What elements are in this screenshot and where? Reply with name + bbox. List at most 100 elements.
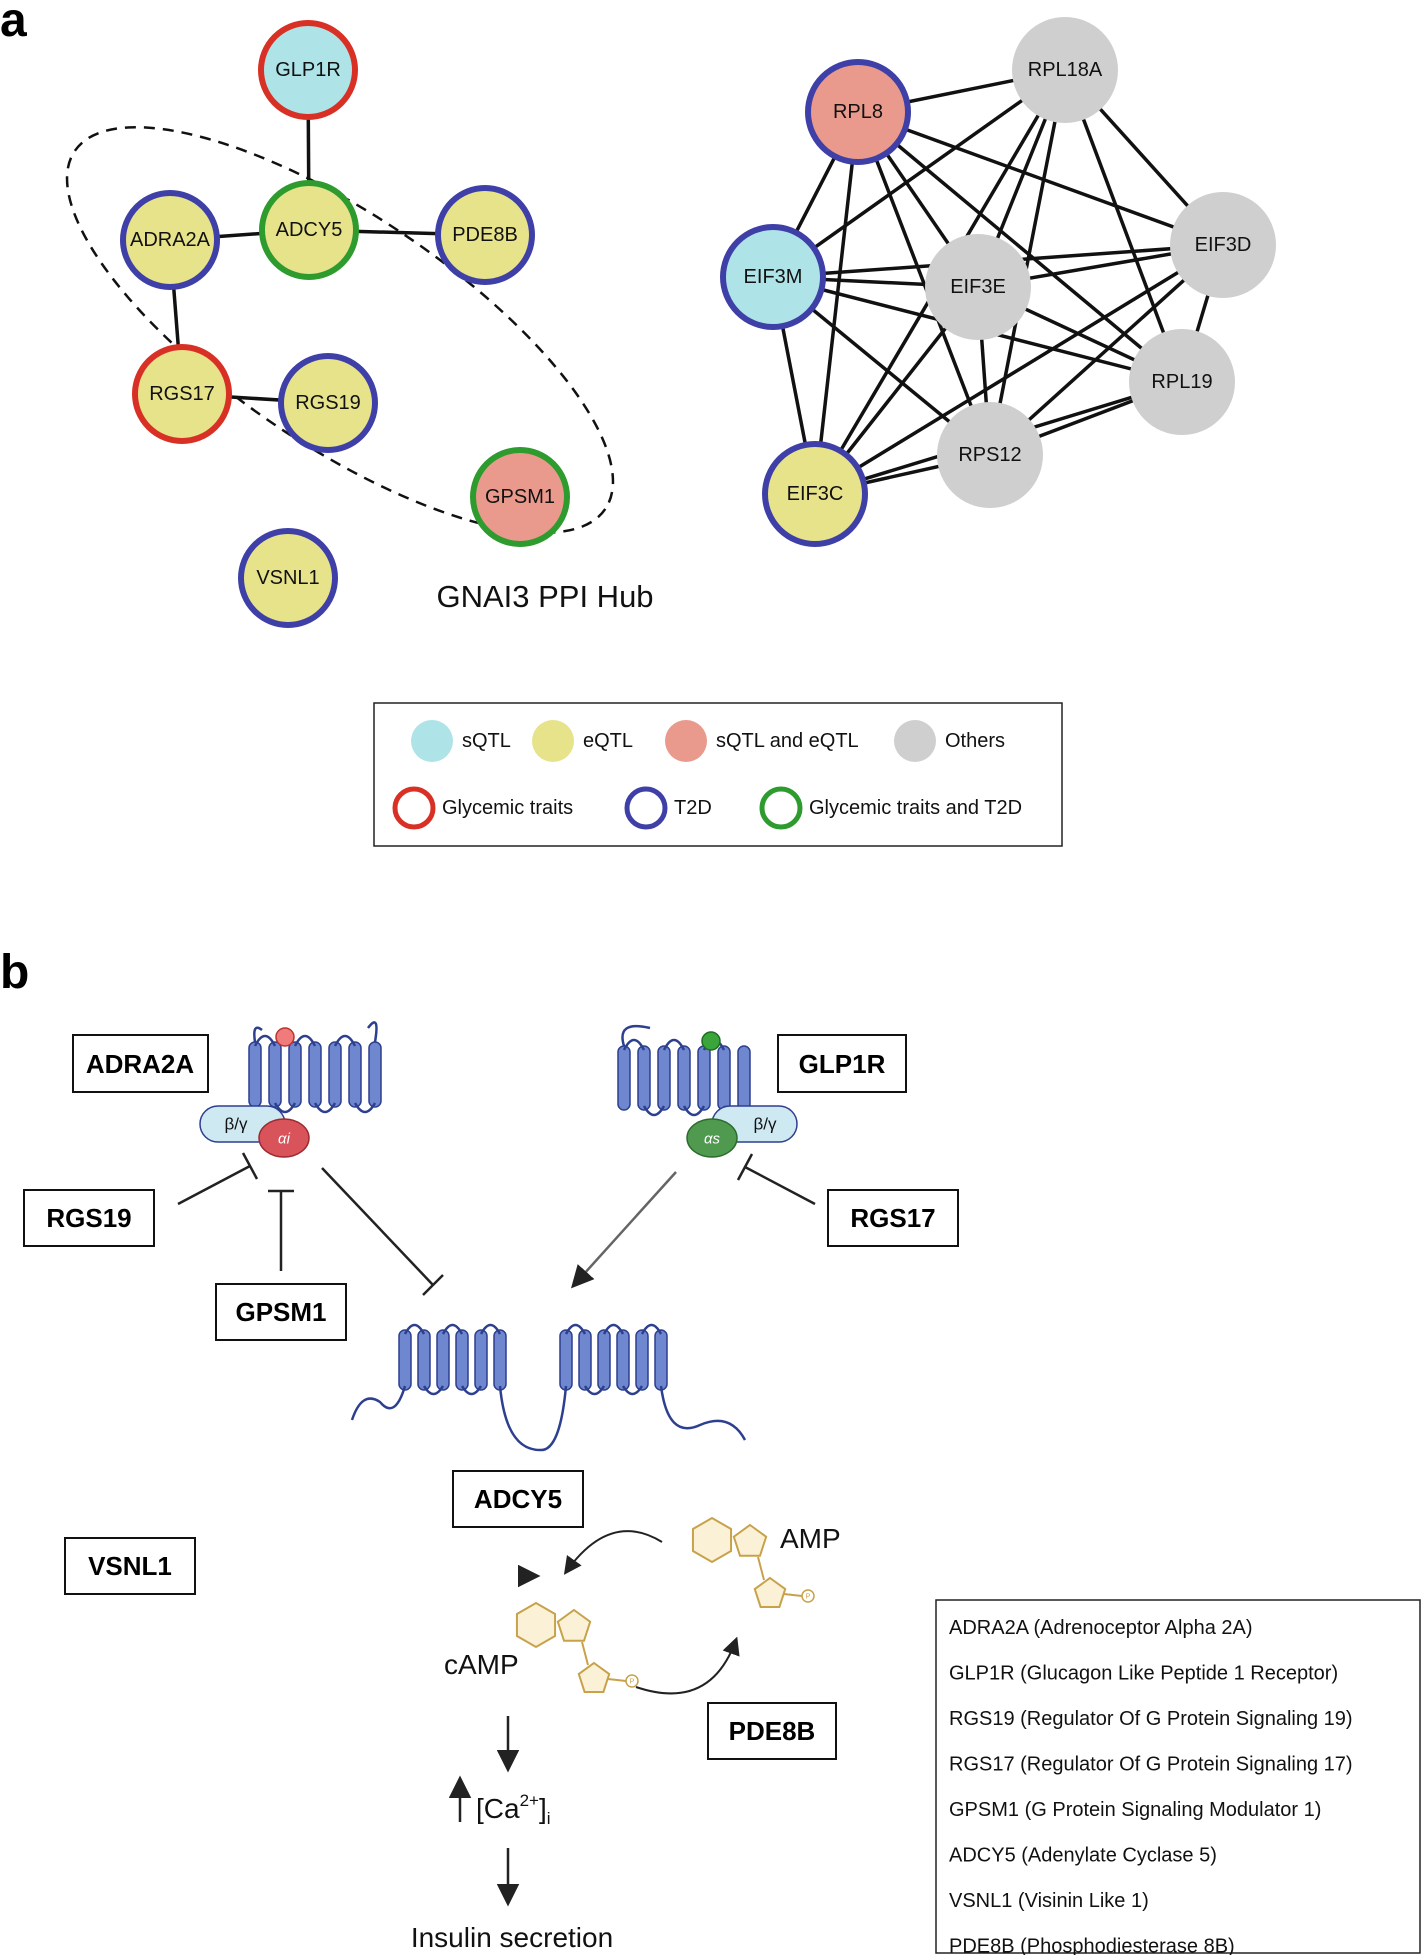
glp1r-g-protein: β/γ αs [686,1105,798,1158]
node-eif3d-label: EIF3D [1195,234,1252,256]
transmembrane-helix [697,1045,711,1111]
purine-ring [691,1516,733,1564]
adcy5-helix [474,1329,488,1391]
node-adcy5-circle [259,180,359,280]
adcy5-helix [616,1329,630,1391]
alpha-s-label: αs [704,1131,721,1148]
transmembrane-helix [248,1041,262,1108]
node-rgs17-label: RGS17 [149,383,215,405]
adcy5-helix [493,1329,507,1391]
right-edge-rpl18a-rpl19 [1063,69,1184,383]
transmembrane-helix [737,1045,751,1111]
node-rpl18a: RPL18A [1012,17,1118,123]
node-vsnl1-label: VSNL1 [256,567,319,589]
gpsm1-box: GPSM1 [215,1283,347,1341]
abbreviation-line: RGS17 (Regulator Of G Protein Signaling … [949,1754,1353,1776]
node-adra2a-circle [120,190,220,290]
adcy5-helix [417,1329,431,1391]
adcy5-helix [559,1329,573,1391]
node-adra2a-label: ADRA2A [130,229,211,251]
node-rpl8: RPL8 [805,59,911,165]
node-pde8b: PDE8B [435,185,535,285]
imidazole-ring [732,1523,768,1557]
node-eif3m: EIF3M [720,224,826,330]
phosphate-group [625,1674,639,1688]
glp1r-activate-adcy5-arrow [570,1171,677,1289]
rgs17-inhibit-bar [736,1153,754,1181]
transmembrane-helix [368,1041,382,1108]
node-rps12-circle [937,402,1043,508]
adra2a-label: ADRA2A [86,1049,195,1079]
legend-swatch-both [665,720,707,762]
node-gpsm1-label: GPSM1 [485,486,555,508]
glp1r-label: GLP1R [799,1049,886,1079]
node-rpl18a-circle [1012,17,1118,123]
adra2a-receptor [248,1021,382,1114]
adcy5-helix [578,1329,592,1391]
glycosidic-bond [581,1641,589,1666]
gnai3-network: GLP1R ADCY5 ADRA2A PDE8B RGS17 RGS19GPSM1VSNL… [65,20,615,628]
transmembrane-helix [617,1045,631,1111]
node-eif3c: EIF3C [762,441,868,547]
legend-label-eqtl: eQTL [583,730,633,752]
rgs19-box: RGS19 [23,1189,155,1247]
amp-molecule: P [691,1516,815,1608]
adcy5-n-tail [350,1385,407,1421]
vsnl1-box: VSNL1 [64,1537,196,1595]
node-glp1r: GLP1R [258,20,358,120]
node-eif3d-circle [1170,192,1276,298]
abbreviation-line: VSNL1 (Visinin Like 1) [949,1890,1149,1912]
abbreviation-box: ADRA2A (Adrenoceptor Alpha 2A)GLP1R (Glu… [935,1599,1421,1955]
abbreviation-line: ADCY5 (Adenylate Cyclase 5) [949,1845,1217,1867]
rgs19-label: RGS19 [46,1203,131,1233]
node-rgs17: RGS17 [132,344,232,444]
node-pde8b-circle [435,185,535,285]
node-rpl8-circle [805,59,911,165]
transmembrane-helix [657,1045,671,1111]
legend-ring-label-glycemic: Glycemic traits [442,797,573,819]
gnai3-hub-outline [65,125,615,535]
right-edge-eif3d-eif3c [814,243,1224,496]
legend-swatch-sqtl [411,720,453,762]
calcium-suffix: ] [539,1793,547,1824]
node-eif3e-circle [925,234,1031,340]
node-pde8b-label: PDE8B [452,224,518,246]
adra2a-ligand-dot [275,1027,295,1047]
insulin-secretion-label: Insulin secretion [411,1922,613,1953]
adra2a-inhibit-adcy5-line [321,1167,434,1286]
alpha-s-subunit [686,1118,738,1158]
adcy5-helix [597,1329,611,1391]
right-edge-rpl8-rpl19 [856,110,1184,384]
phosphate-bond [783,1593,803,1597]
legend-swatch-others [894,720,936,762]
adra2a-inhibit-adcy5-bar [422,1274,444,1296]
node-rpl19-label: RPL19 [1151,371,1212,393]
camp-label: cAMP [444,1649,519,1680]
adcy5-helix [455,1329,469,1391]
phosphate-group [801,1589,815,1603]
node-adcy5-label: ADCY5 [276,219,343,241]
transmembrane-helix [308,1041,322,1108]
receptor-loops [622,1038,746,1117]
legend-label-sqtl: sQTL [462,730,511,752]
camp-to-amp-arrow [635,1636,740,1695]
node-vsnl1-circle [238,528,338,628]
node-eif3c-label: EIF3C [787,483,844,505]
rgs17-label: RGS17 [850,1203,935,1233]
node-eif3e: EIF3E [925,234,1031,340]
phosphate-symbol: P [630,1679,635,1686]
node-rgs19: RGS19 [278,353,378,453]
legend-ring-both [759,786,803,830]
node-eif3c-circle [762,441,868,547]
node-adcy5: ADCY5 [259,180,359,280]
transmembrane-helix [288,1041,302,1108]
alpha-i-label: αi [278,1131,291,1148]
node-rps12: RPS12 [937,402,1043,508]
node-rps12-label: RPS12 [958,444,1021,466]
rgs19-inhibit-line [177,1164,251,1206]
adcy5-helix [436,1329,450,1391]
rgs17-inhibit-line [744,1165,816,1206]
node-rpl19: RPL19 [1129,329,1235,435]
